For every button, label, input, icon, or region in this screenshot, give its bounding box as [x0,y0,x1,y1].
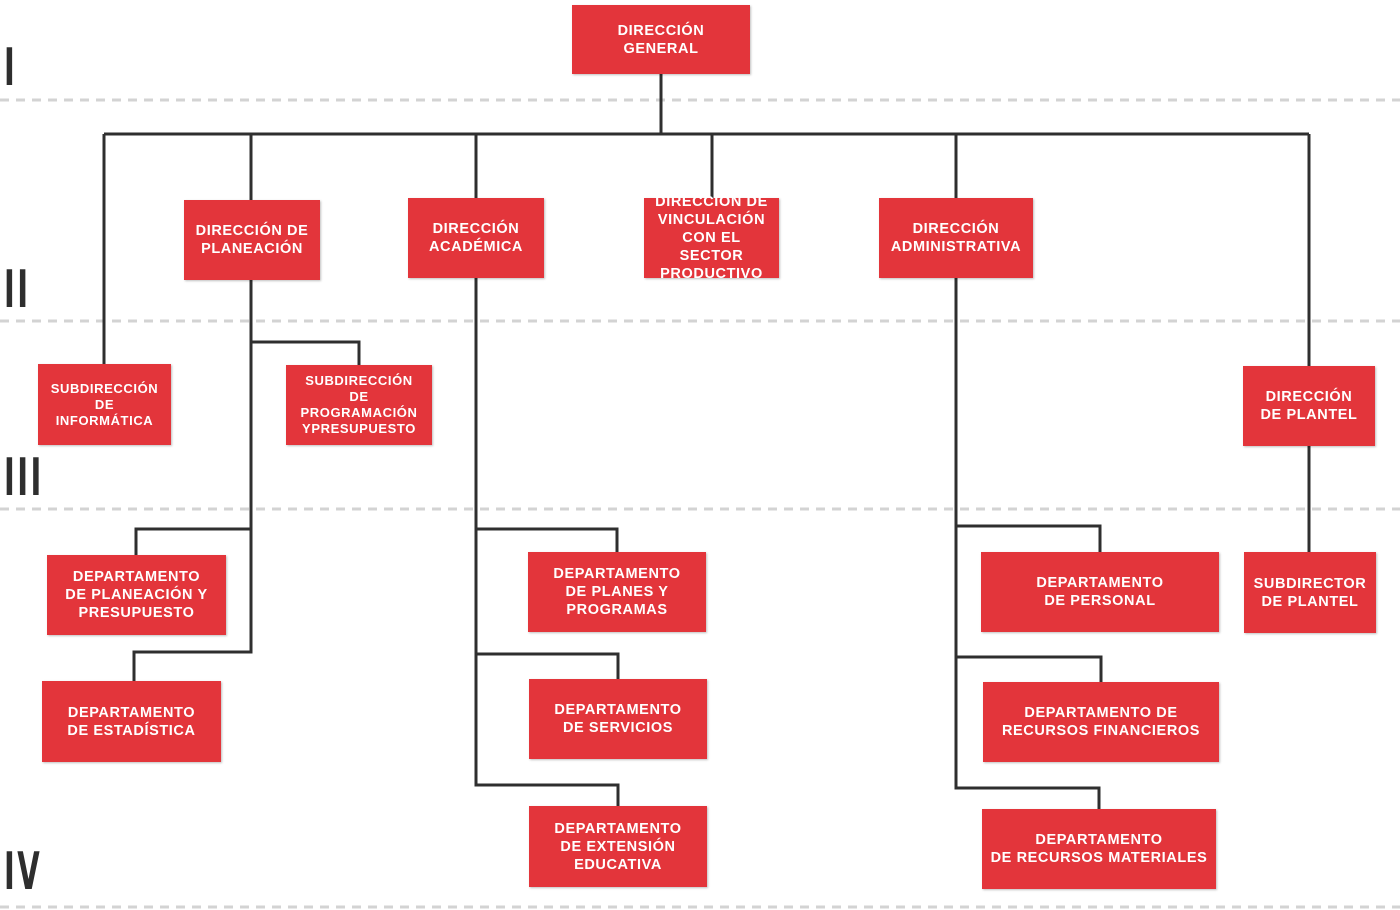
connector-planeacion-trunk [132,280,253,681]
connector-planeacion-presupuesto [134,527,251,555]
unit-depto-extension-educativa: DEPARTAMENTO DE EXTENSIÓN EDUCATIVA [529,806,707,887]
unit-subdireccion-informatica: SUBDIRECCIÓN DE INFORMÁTICA [38,364,171,445]
connector-servicios [476,652,620,679]
unit-depto-recursos-financieros: DEPARTAMENTO DE RECURSOS FINANCIEROS [983,682,1219,762]
unit-direccion-plantel: DIRECCIÓN DE PLANTEL [1243,366,1375,446]
connectors [102,74,1311,809]
unit-depto-personal: DEPARTAMENTO DE PERSONAL [981,552,1219,632]
unit-subdirector-plantel: SUBDIRECTOR DE PLANTEL [1244,552,1376,633]
unit-depto-servicios: DEPARTAMENTO DE SERVICIOS [529,679,707,759]
connector-administrativa-trunk [954,278,1101,809]
unit-direccion-administrativa: DIRECCIÓN ADMINISTRATIVA [879,198,1033,278]
unit-direccion-planeacion: DIRECCIÓN DE PLANEACIÓN [184,200,320,280]
unit-direccion-vinculacion: DIRECCIÓN DE VINCULACIÓN CON EL SECTOR P… [644,194,779,282]
level-label-3: III [4,448,44,508]
connector-planes-programas [476,527,619,552]
level-label-2: II [4,260,31,320]
unit-subdireccion-programacion: SUBDIRECCIÓN DE PROGRAMACIÓN YPRESUPUEST… [286,365,432,445]
connector-academica-trunk [474,278,620,806]
level-label-1: I [4,38,18,98]
unit-depto-planes-programas: DEPARTAMENTO DE PLANES Y PROGRAMAS [528,552,706,632]
unit-depto-estadistica: DEPARTAMENTO DE ESTADÍSTICA [42,681,221,762]
connector-financieros [956,655,1103,682]
level-label-4: IV [4,842,43,902]
connector-programacion [251,340,361,365]
unit-direccion-general: DIRECCIÓN GENERAL [572,5,750,74]
unit-direccion-academica: DIRECCIÓN ACADÉMICA [408,198,544,278]
connector-personal [956,524,1102,552]
unit-depto-recursos-materiales: DEPARTAMENTO DE RECURSOS MATERIALES [982,809,1216,889]
unit-depto-planeacion-presupuesto: DEPARTAMENTO DE PLANEACIÓN Y PRESUPUESTO [47,555,226,635]
